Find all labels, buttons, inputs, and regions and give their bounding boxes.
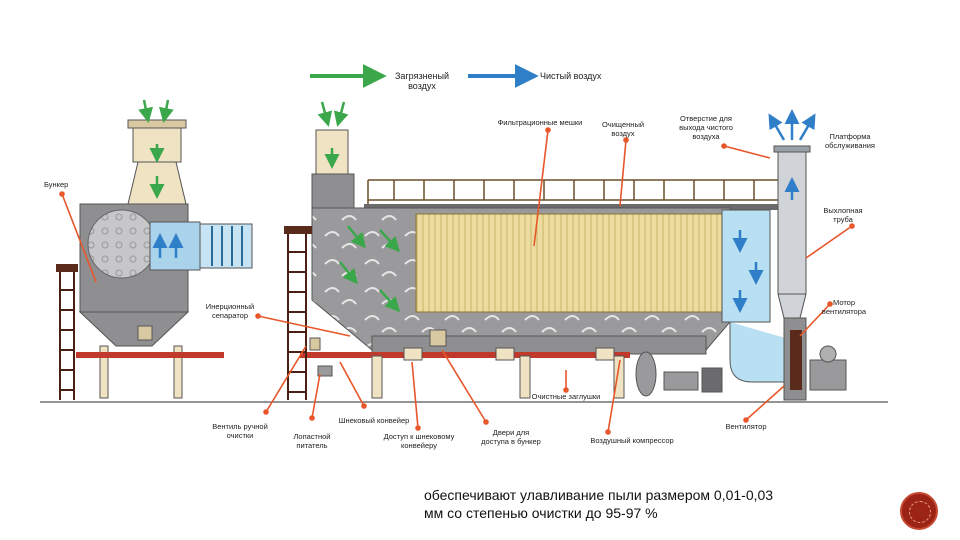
label-fan: Вентилятор bbox=[725, 422, 767, 431]
label-bunker: Бункер bbox=[44, 180, 69, 189]
label-service-platform: Платформа обслуживания bbox=[824, 132, 875, 150]
legend-clean-label: Чистый воздух bbox=[540, 71, 602, 81]
label-cleaning-plugs: Очистные заглушки bbox=[531, 392, 601, 401]
exhaust-stack bbox=[635, 109, 847, 401]
label-clean-air-outlet: Отверстие для выхода чистого воздуха bbox=[679, 114, 733, 141]
pointer-lines bbox=[59, 127, 855, 435]
main-baghouse bbox=[284, 101, 804, 400]
label-filter-bags: Фильтрационные мешки bbox=[497, 118, 583, 127]
legend-dirty-label: Загрязненый воздух bbox=[394, 71, 450, 91]
decorative-seal-icon bbox=[900, 492, 938, 530]
label-screw-conveyor: Шнековый конвейер bbox=[338, 416, 410, 425]
label-rotary-feeder: Лопастной питатель bbox=[293, 432, 331, 450]
label-exhaust-duct: Выхлопная труба bbox=[823, 206, 863, 224]
label-air-compressor: Воздушный компрессор bbox=[590, 436, 674, 445]
left-unit bbox=[56, 99, 253, 400]
label-conveyor-access: Доступ к шнековому конвейеру bbox=[383, 432, 455, 450]
label-cleaned-air: Очищенный воздух bbox=[601, 120, 645, 138]
label-bunker-doors: Двери для доступа в бункер bbox=[481, 428, 541, 446]
caption-text: обеспечивают улавливание пыли размером 0… bbox=[424, 487, 774, 521]
label-inertial-separator: Инерционный сепаратор bbox=[205, 302, 255, 320]
label-manual-valve: Вентиль ручной очистки bbox=[212, 422, 268, 440]
label-fan-motor: Мотор вентилятора bbox=[821, 298, 867, 316]
